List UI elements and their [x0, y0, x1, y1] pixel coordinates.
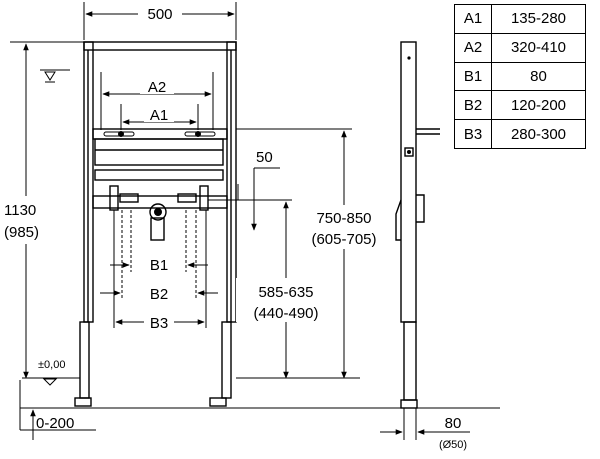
- b1-label: B1: [150, 257, 168, 274]
- a2-label: A2: [148, 79, 166, 96]
- table-value: 320-410: [491, 32, 586, 63]
- upper-height-alt-label: (605-705): [311, 231, 376, 248]
- depth-main-label: 80: [445, 415, 462, 432]
- table-row: A2 320-410: [454, 32, 586, 63]
- b2-label: B2: [150, 286, 168, 303]
- table-row: B2 120-200: [454, 90, 586, 121]
- table-key: A2: [454, 32, 492, 63]
- level-marker-top: [40, 69, 70, 83]
- front-frame: [74, 41, 237, 407]
- table-row: A1 135-280: [454, 4, 586, 34]
- table-key: B2: [454, 90, 492, 121]
- slot-holes: [103, 131, 216, 137]
- bolt-holes: [118, 131, 201, 216]
- depth-alt-label: (Ø50): [439, 439, 467, 451]
- side-view: [395, 41, 440, 409]
- level-marker-zero: [22, 377, 80, 386]
- upper-height-main-label: 750-850: [316, 210, 371, 227]
- b3-label: B3: [150, 315, 168, 332]
- table-value: 80: [491, 61, 586, 92]
- height-alt-label: (985): [4, 224, 39, 241]
- table-value: 120-200: [491, 90, 586, 121]
- floor-adjust-label: 0-200: [36, 415, 74, 432]
- table-value: 280-300: [491, 119, 586, 149]
- table-value: 135-280: [491, 4, 586, 34]
- lower-height-main-label: 585-635: [258, 284, 313, 301]
- height-main-label: 1130: [4, 202, 36, 219]
- dimension-table: A1 135-280 A2 320-410 B1 80 B2 120-200 B…: [454, 4, 586, 149]
- lower-height-alt-label: (440-490): [253, 305, 318, 322]
- offset-50-label: 50: [256, 149, 273, 166]
- frame-width-label: 500: [147, 6, 172, 23]
- zero-level-label: ±0,00: [38, 359, 65, 371]
- table-row: B3 280-300: [454, 119, 586, 149]
- table-key: B1: [454, 61, 492, 92]
- table-row: B1 80: [454, 61, 586, 92]
- a1-label: A1: [150, 107, 168, 124]
- table-key: B3: [454, 119, 492, 149]
- table-key: A1: [454, 4, 492, 34]
